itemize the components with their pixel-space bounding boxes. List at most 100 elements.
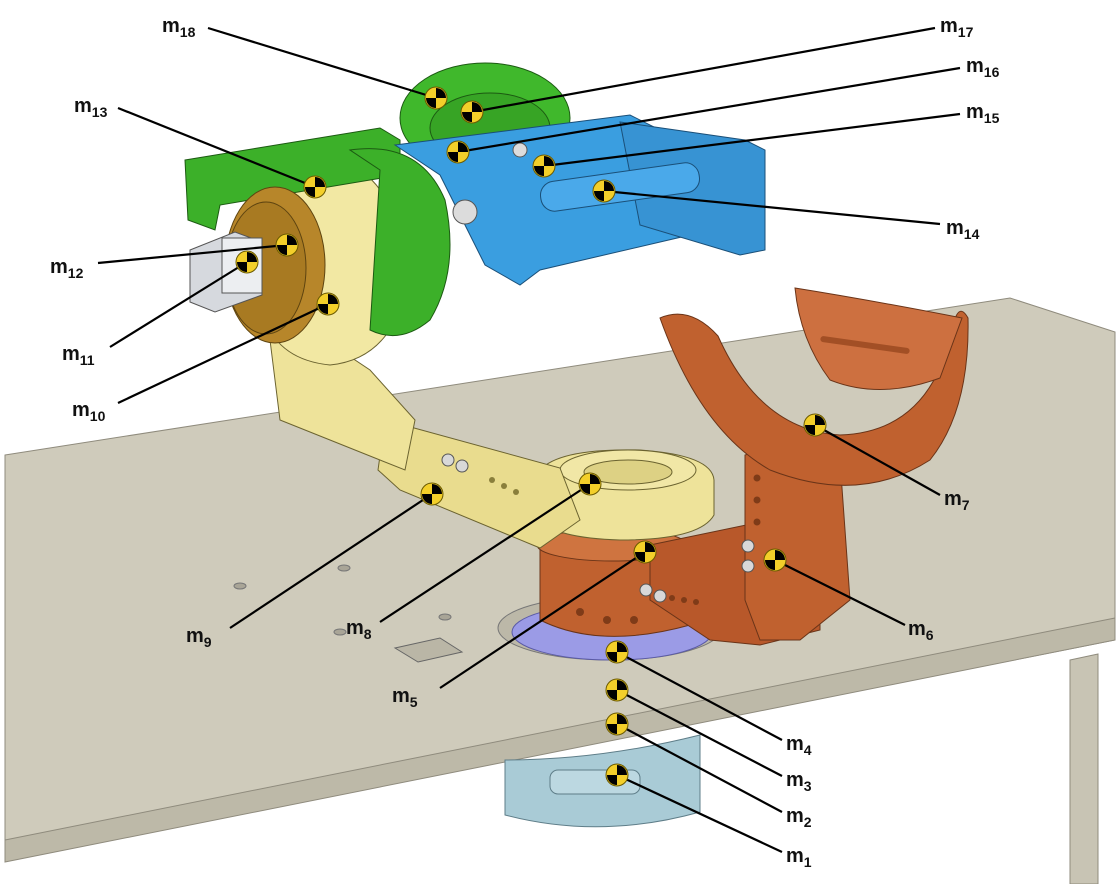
center-of-mass-icon (592, 179, 616, 203)
mass-label-subscript: 1 (804, 854, 812, 870)
mass-label-base: m (74, 95, 92, 117)
mass-annotation-m17: m17 (460, 15, 974, 124)
center-of-mass-icon (532, 154, 556, 178)
leader-line (117, 303, 329, 404)
leader-line (471, 26, 936, 114)
mass-annotation-m6: m6 (763, 548, 934, 643)
mass-label-subscript: 15 (984, 110, 1000, 126)
mass-label-subscript: 10 (90, 408, 106, 424)
center-of-mass-icon (605, 763, 629, 787)
center-of-mass-icon (633, 540, 657, 564)
mass-label-base: m (966, 55, 984, 77)
mass-label: m16 (966, 55, 1000, 80)
mass-annotation-m13: m13 (74, 95, 327, 199)
mass-label-base: m (162, 15, 180, 37)
mass-label-base: m (786, 805, 804, 827)
mass-label-base: m (62, 343, 80, 365)
table-hole (438, 613, 452, 621)
mass-label-base: m (186, 625, 204, 647)
mass-label: m7 (944, 488, 970, 513)
center-of-mass-icon (763, 548, 787, 572)
annotations: m1m2m3m4m5m6m7m8m9m10m11m12m13m14m15m16m… (50, 15, 1000, 870)
table-hole (233, 582, 247, 590)
mass-label-base: m (946, 217, 964, 239)
center-of-mass-icon (460, 100, 484, 124)
leader-line (379, 483, 591, 623)
mass-annotation-m9: m9 (186, 482, 444, 650)
mass-label-subscript: 3 (804, 778, 812, 794)
mass-label-base: m (346, 617, 364, 639)
center-of-mass-icon (235, 250, 259, 274)
mass-label-subscript: 18 (180, 24, 196, 40)
center-of-mass-icon (420, 482, 444, 506)
mass-annotation-m5: m5 (392, 540, 657, 710)
mass-label-subscript: 2 (804, 814, 812, 830)
mass-label-subscript: 14 (964, 226, 980, 242)
center-of-mass-icon (605, 678, 629, 702)
leader-line (543, 112, 961, 168)
orange-arm-cuff (659, 287, 969, 641)
mass-label: m12 (50, 256, 84, 281)
leader-line (97, 243, 288, 265)
mass-label: m2 (786, 805, 812, 830)
mass-label-subscript: 8 (364, 626, 372, 642)
mass-annotation-m2: m2 (605, 712, 812, 830)
mass-label: m4 (786, 733, 812, 758)
mass-label-base: m (72, 399, 90, 421)
leader-line (117, 106, 316, 189)
mass-label-subscript: 6 (926, 627, 934, 643)
mass-label-base: m (966, 101, 984, 123)
mass-annotation-m18: m18 (162, 15, 448, 110)
table-leg (1069, 653, 1099, 884)
mass-label-subscript: 16 (984, 64, 1000, 80)
mass-label: m15 (966, 101, 1000, 126)
mass-label-subscript: 5 (410, 694, 418, 710)
motor-assembly (189, 186, 326, 344)
center-of-mass-icon (605, 712, 629, 736)
blue-links (393, 114, 766, 286)
mass-annotation-m15: m15 (532, 101, 1000, 178)
mass-label-base: m (944, 488, 962, 510)
leader-line (207, 26, 437, 100)
mass-label: m5 (392, 685, 418, 710)
center-of-mass-icon (275, 233, 299, 257)
leader-line (603, 189, 941, 226)
mass-label: m8 (346, 617, 372, 642)
table-front-edge (4, 617, 1116, 863)
mass-label: m3 (786, 769, 812, 794)
mass-label: m1 (786, 845, 812, 870)
leader-line (774, 559, 906, 626)
mass-label-base: m (786, 733, 804, 755)
leader-line (814, 424, 941, 496)
center-of-mass-icon (446, 140, 470, 164)
mass-label-subscript: 11 (80, 352, 95, 368)
mass-label-base: m (786, 769, 804, 791)
center-of-mass-icon (578, 472, 602, 496)
mass-label-base: m (50, 256, 68, 278)
center-of-mass-icon (303, 175, 327, 199)
mass-label: m14 (946, 217, 980, 242)
center-of-mass-icon (803, 413, 827, 437)
mass-label: m9 (186, 625, 212, 650)
mass-label-subscript: 7 (962, 497, 970, 513)
mass-label-base: m (392, 685, 410, 707)
leader-line (457, 66, 961, 154)
leader-line (439, 551, 646, 689)
mass-label: m6 (908, 618, 934, 643)
mass-label-subscript: 9 (204, 634, 212, 650)
mass-label: m11 (62, 343, 95, 368)
mass-label: m18 (162, 15, 196, 40)
mass-annotation-m8: m8 (346, 472, 602, 642)
mass-label: m10 (72, 399, 106, 424)
mass-annotation-m3: m3 (605, 678, 812, 794)
mass-annotation-m7: m7 (803, 413, 970, 513)
center-of-mass-icon (316, 292, 340, 316)
table-hole (337, 564, 351, 572)
leader-line (616, 689, 783, 777)
leader-line (616, 774, 783, 853)
mass-label-base: m (940, 15, 958, 37)
mass-label-base: m (908, 618, 926, 640)
mass-annotation-m10: m10 (72, 292, 340, 424)
leader-line (616, 723, 783, 813)
